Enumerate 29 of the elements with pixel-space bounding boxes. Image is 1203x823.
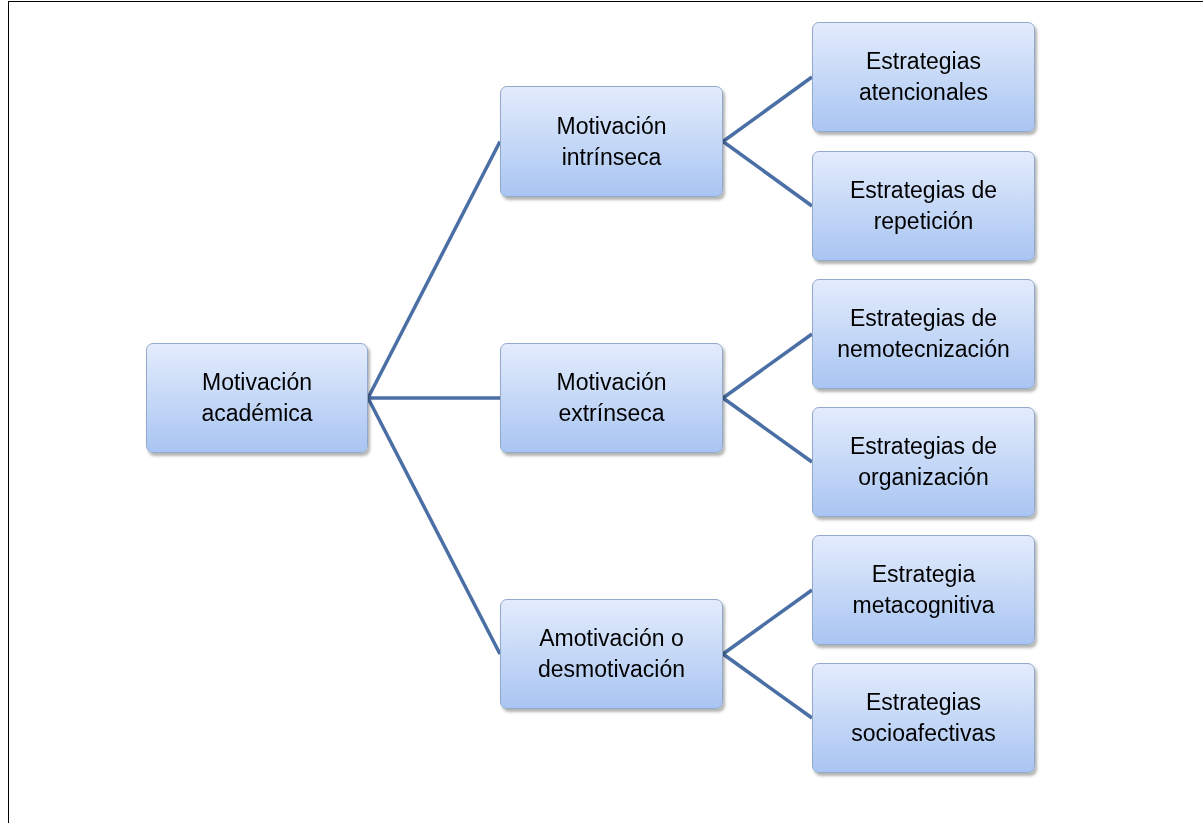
node-label: Estrategias de organización: [849, 432, 998, 492]
connector-line: [721, 652, 814, 720]
connector-line: [721, 140, 814, 208]
node-label: Estrategias de repetición: [849, 176, 998, 236]
node-label: Estrategias socioafectivas: [850, 688, 997, 748]
connector-line: [366, 397, 502, 655]
concept-box: [812, 535, 1035, 645]
connector-line: [366, 140, 502, 399]
connector-line: [721, 588, 814, 656]
node-label: Motivación académica: [200, 368, 314, 428]
connector-line: [368, 396, 500, 400]
concept-box: [812, 151, 1035, 261]
concept-box: [146, 343, 368, 453]
node-label: Motivación extrínseca: [555, 368, 668, 428]
connector-line: [721, 75, 814, 143]
concept-box: [812, 22, 1035, 132]
concept-box: [812, 407, 1035, 517]
node-label: Estrategias atencionales: [857, 47, 990, 107]
concept-box: [812, 663, 1035, 773]
connector-line: [721, 332, 814, 400]
concept-box: [500, 343, 723, 453]
node-label: Motivación intrínseca: [555, 111, 668, 172]
concept-box: [500, 599, 723, 709]
node-label: Amotivación o desmotivación: [537, 624, 686, 684]
node-label: Estrategias de nemotecnización: [836, 304, 1011, 364]
connector-line: [721, 396, 814, 464]
concept-box: [812, 279, 1035, 389]
concept-box: [500, 86, 723, 197]
node-label: Estrategia metacognitiva: [851, 560, 996, 620]
